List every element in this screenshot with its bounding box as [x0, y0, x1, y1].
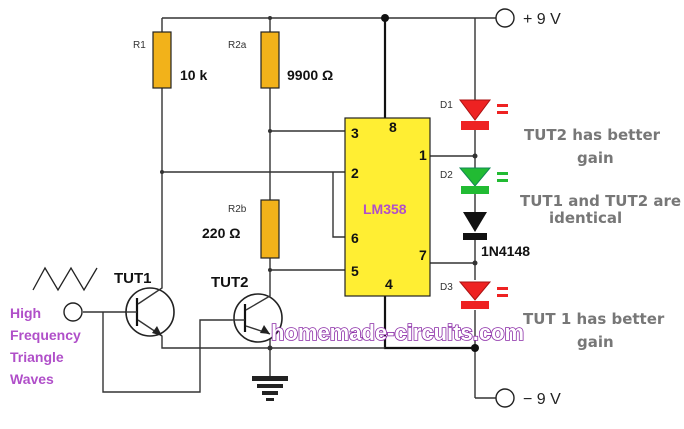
- r1-value-label: 10 k: [180, 67, 207, 83]
- r1-ref-label: R1: [133, 40, 146, 51]
- led-triangle: [458, 167, 492, 187]
- tut1-emitter-wire: [161, 338, 270, 349]
- d3-label: D3: [440, 282, 453, 293]
- d2-label: D2: [440, 170, 453, 181]
- input-label-line2: Frequency: [10, 327, 81, 343]
- pin-7-label: 7: [419, 247, 427, 263]
- emitter-arrow: [152, 326, 162, 336]
- led-bar: [461, 121, 489, 130]
- resistor-r2b: R2b 220 Ω: [202, 199, 280, 259]
- diode-1n4148: 1N4148: [463, 212, 530, 259]
- transistor-tut2: TUT2: [211, 274, 283, 343]
- led-ray: [497, 104, 508, 107]
- d3-annotation-line2: gain: [577, 333, 614, 351]
- triangle-wave-icon: [32, 266, 98, 292]
- pin-8-label: 8: [389, 119, 397, 135]
- junction-dot: [472, 260, 478, 266]
- resistor-body: [152, 31, 172, 89]
- led-d1: D1: [440, 99, 508, 130]
- watermark-text: homemade-circuits.com: [271, 320, 524, 345]
- junction-dot: [471, 344, 479, 352]
- led-triangle: [458, 281, 492, 301]
- junction-dot: [160, 170, 164, 174]
- r2b-value-label: 220 Ω: [202, 225, 240, 241]
- led-ray: [497, 179, 508, 182]
- pin-5-label: 5: [351, 263, 359, 279]
- d1-annotation-line1: TUT2 has better: [524, 126, 661, 144]
- resistor-r1: R1 10 k: [133, 31, 207, 89]
- r2a-ref-label: R2a: [228, 40, 247, 51]
- pin-2-label: 2: [351, 165, 359, 181]
- led-bar: [461, 186, 489, 194]
- led-ray: [497, 172, 508, 175]
- input-label-line4: Waves: [10, 371, 54, 387]
- negative-supply-terminal: − 9 V: [475, 388, 561, 408]
- led-ray: [497, 111, 508, 114]
- terminal-circle: [495, 8, 515, 28]
- diode-label: 1N4148: [481, 243, 530, 259]
- led-bar: [461, 301, 489, 309]
- input-section: High Frequency Triangle Waves: [10, 266, 98, 387]
- input-label-line3: Triangle: [10, 349, 64, 365]
- positive-supply-terminal: + 9 V: [475, 8, 561, 28]
- ic-body: [344, 117, 431, 297]
- junction-dot: [268, 129, 272, 133]
- junction-dot: [268, 16, 272, 20]
- diode-triangle: [463, 212, 487, 232]
- pin2-pin6-tie-wire: [332, 172, 345, 238]
- d1-label: D1: [440, 100, 453, 111]
- led-ray: [497, 287, 508, 290]
- r2a-value-label: 9900 Ω: [287, 67, 333, 83]
- d2-annotation-line1: TUT1 and TUT2 are: [520, 192, 681, 210]
- resistor-r2a: R2a 9900 Ω: [228, 31, 333, 89]
- wires: [83, 17, 476, 398]
- terminal-circle: [495, 388, 515, 408]
- junction-dot: [472, 153, 478, 159]
- pin-6-label: 6: [351, 230, 359, 246]
- junction-dot: [268, 268, 272, 272]
- pin-3-label: 3: [351, 125, 359, 141]
- resistor-body: [260, 199, 280, 259]
- led-d2: D2: [440, 167, 508, 194]
- tut1-label: TUT1: [114, 270, 152, 287]
- tut2-label: TUT2: [211, 274, 249, 291]
- pin-1-label: 1: [419, 147, 427, 163]
- annotations: TUT2 has better gain TUT1 and TUT2 are i…: [520, 126, 681, 351]
- resistor-body: [260, 31, 280, 89]
- d2-annotation-line2: identical: [549, 209, 622, 227]
- junctions: [160, 14, 479, 352]
- ground-symbol: [252, 376, 288, 401]
- d3-annotation-line1: TUT 1 has better: [523, 310, 665, 328]
- positive-supply-label: + 9 V: [523, 11, 561, 28]
- input-terminal: [63, 302, 83, 322]
- r2b-ref-label: R2b: [228, 204, 247, 215]
- input-label-line1: High: [10, 305, 41, 321]
- base-tie-wire: [102, 312, 232, 393]
- pin-4-label: 4: [385, 276, 393, 292]
- junction-dot: [267, 345, 273, 351]
- ic-name-label: LM358: [363, 201, 407, 217]
- junction-dot: [381, 14, 389, 22]
- led-d3: D3: [440, 281, 508, 309]
- diode-bar: [463, 233, 487, 240]
- ic-lm358: LM358 3 8 2 1 6 7 5 4: [344, 117, 431, 297]
- negative-supply-label: − 9 V: [523, 391, 561, 408]
- d1-annotation-line2: gain: [577, 149, 614, 167]
- transistor-tut1: TUT1: [114, 270, 175, 338]
- led-triangle: [459, 99, 491, 121]
- emitter-arrow: [260, 325, 270, 334]
- led-ray: [497, 294, 508, 297]
